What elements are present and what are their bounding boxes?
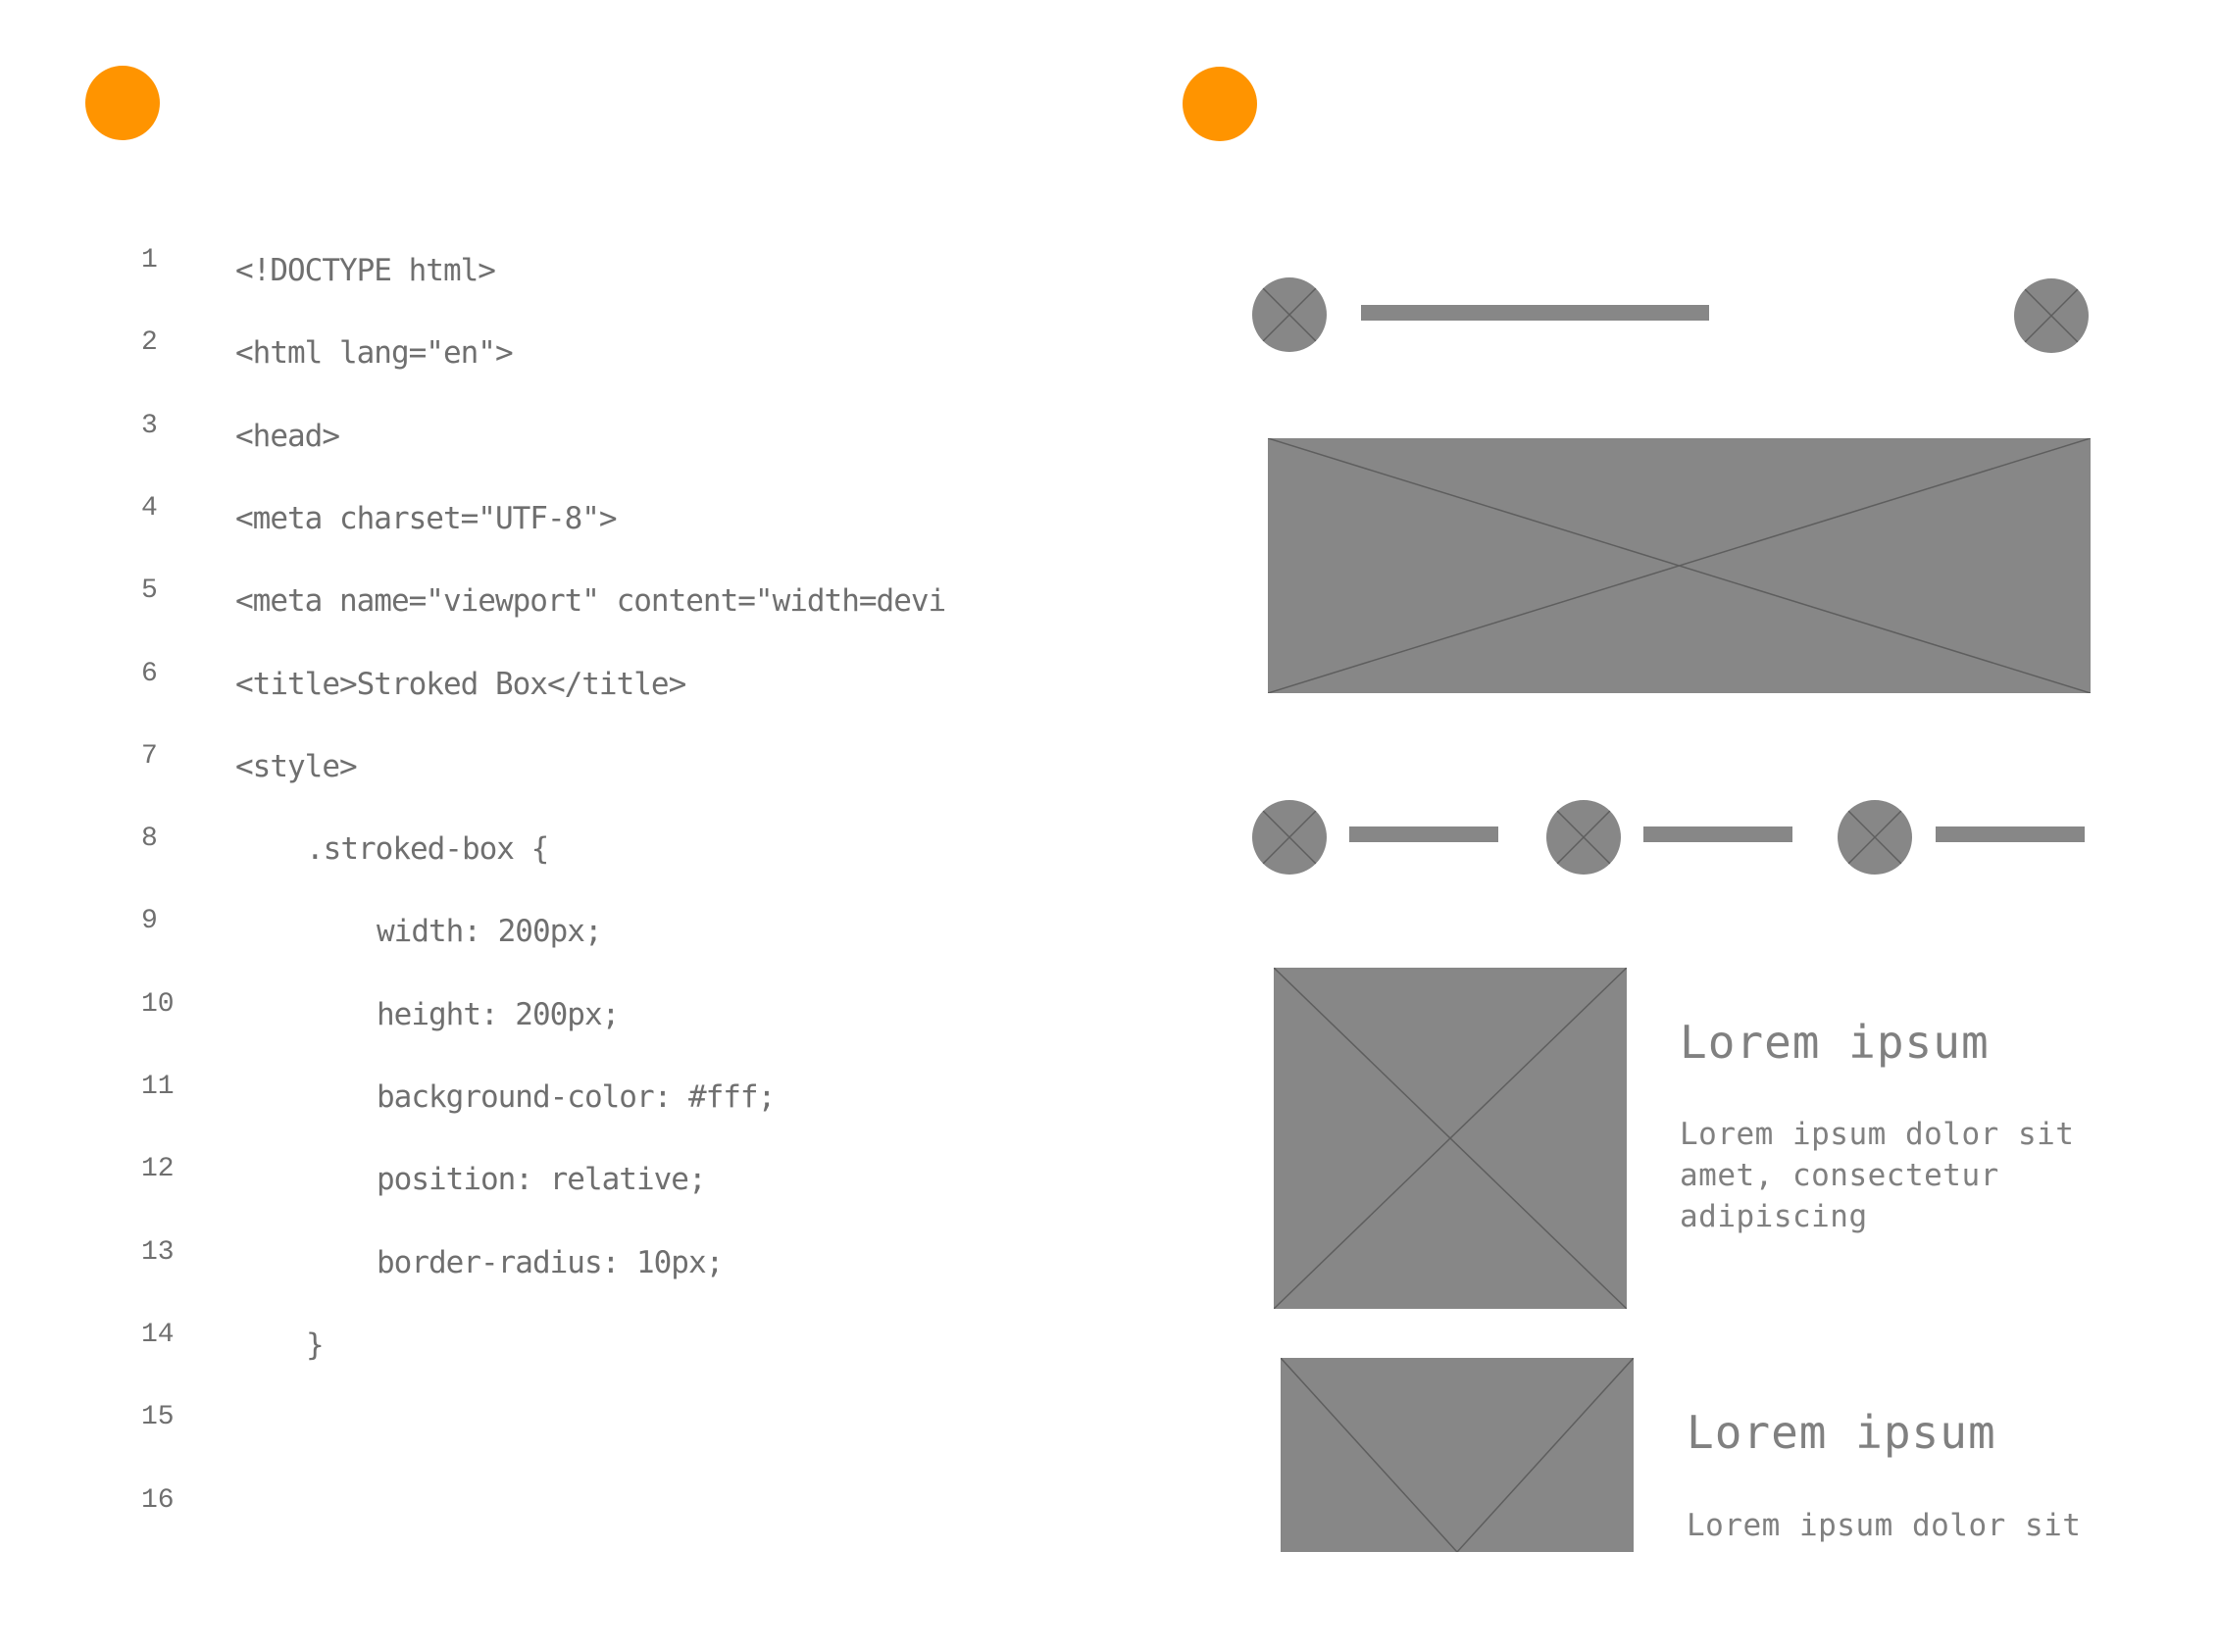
line-number: 5 <box>141 576 158 607</box>
x-cross-icon <box>2024 288 2079 343</box>
line-number: 12 <box>141 1154 175 1185</box>
code-text[interactable]: <!DOCTYPE html> <box>235 253 496 288</box>
code-text[interactable]: width: 200px; <box>377 914 603 950</box>
card-description: Lorem ipsum dolor sit <box>1687 1508 2082 1543</box>
card-title: Lorem ipsum <box>1687 1406 1996 1459</box>
x-cross-image-icon <box>1268 438 2091 693</box>
card-title: Lorem ipsum <box>1680 1016 1990 1069</box>
code-line[interactable]: 12 position: relative; <box>0 1154 1079 1236</box>
nav-icon-placeholder[interactable] <box>1838 800 1912 875</box>
code-text[interactable]: <html lang="en"> <box>235 335 514 372</box>
code-line[interactable]: 4 <meta charset="UTF-8"> <box>0 493 1079 576</box>
code-text[interactable]: <meta charset="UTF-8"> <box>235 500 618 536</box>
code-panel-indicator-dot <box>85 66 160 140</box>
code-text[interactable]: } <box>306 1327 325 1363</box>
line-number: 3 <box>141 410 158 441</box>
line-number: 1 <box>141 245 158 275</box>
x-cross-icon <box>1262 287 1317 342</box>
code-line[interactable]: 10 height: 200px; <box>0 989 1079 1072</box>
code-line[interactable]: 5 <meta name="viewport" content="width=de… <box>0 576 1079 658</box>
nav-label-bar[interactable] <box>1349 826 1498 842</box>
code-line[interactable]: 13 border-radius: 10px; <box>0 1237 1079 1320</box>
x-cross-image-icon <box>1281 1358 1634 1552</box>
x-cross-icon <box>1262 810 1317 865</box>
code-line[interactable]: 1 <!DOCTYPE html> <box>0 245 1079 327</box>
line-number: 6 <box>141 658 158 689</box>
line-number: 8 <box>141 824 158 855</box>
x-cross-icon <box>1847 810 1902 865</box>
line-number: 16 <box>141 1484 175 1516</box>
code-text[interactable]: <head> <box>235 418 340 454</box>
preview-panel-indicator-dot <box>1183 67 1257 141</box>
code-text[interactable]: <style> <box>235 748 358 784</box>
line-number: 10 <box>141 988 175 1020</box>
card-image-placeholder <box>1281 1358 1634 1552</box>
code-line[interactable]: 11 background-color: #fff; <box>0 1072 1079 1154</box>
x-cross-icon <box>1556 810 1611 865</box>
hero-image-placeholder <box>1268 438 2091 693</box>
code-line[interactable]: 9 width: 200px; <box>0 906 1079 988</box>
x-cross-image-icon <box>1274 968 1627 1309</box>
line-number: 11 <box>141 1072 175 1102</box>
code-text[interactable]: border-radius: 10px; <box>377 1244 724 1280</box>
code-line[interactable]: 14} <box>0 1320 1079 1402</box>
code-text[interactable]: <title>Stroked Box</title> <box>235 666 686 702</box>
nav-label-bar[interactable] <box>1643 826 1792 842</box>
code-line[interactable]: 15 <box>0 1402 1079 1484</box>
nav-label-bar[interactable] <box>1936 826 2085 842</box>
header-menu-placeholder[interactable] <box>2014 278 2089 353</box>
line-number: 13 <box>141 1236 175 1268</box>
card-image-placeholder <box>1274 968 1627 1309</box>
code-text[interactable]: position: relative; <box>377 1162 707 1198</box>
line-number: 4 <box>141 492 158 524</box>
code-line[interactable]: 16 <box>0 1485 1079 1568</box>
line-number: 15 <box>141 1402 175 1433</box>
code-line[interactable]: 6 <title>Stroked Box</title> <box>0 659 1079 741</box>
line-number: 14 <box>141 1319 175 1350</box>
code-line[interactable]: 7 <style> <box>0 741 1079 824</box>
header-title-bar <box>1361 305 1709 321</box>
code-text[interactable]: <meta name="viewport" content="width=dev… <box>235 583 946 620</box>
line-number: 2 <box>141 327 158 359</box>
card-description: Lorem ipsum dolor sit amet, consectetur … <box>1680 1117 2075 1234</box>
code-line[interactable]: 3 <head> <box>0 411 1079 493</box>
code-line[interactable]: 2 <html lang="en"> <box>0 327 1079 410</box>
header-avatar-placeholder <box>1252 277 1327 352</box>
nav-icon-placeholder[interactable] <box>1546 800 1621 875</box>
line-number: 7 <box>141 740 158 772</box>
code-text[interactable]: .stroked-box { <box>306 831 549 868</box>
nav-icon-placeholder[interactable] <box>1252 800 1327 875</box>
code-text[interactable]: background-color: #fff; <box>377 1079 776 1115</box>
line-number: 9 <box>141 906 158 937</box>
code-line[interactable]: 8 .stroked-box { <box>0 824 1079 906</box>
code-text[interactable]: height: 200px; <box>377 996 620 1032</box>
